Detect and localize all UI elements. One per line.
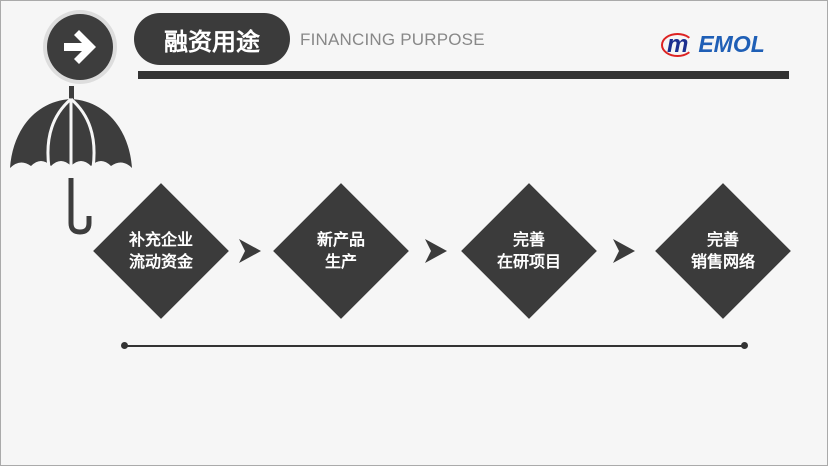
step-label: 完善 在研项目 <box>496 230 561 271</box>
step-new-product: 新产品 生产 <box>273 183 409 319</box>
step-sales-network: 完善 销售网络 <box>655 183 791 319</box>
step-label: 补充企业 流动资金 <box>128 230 193 271</box>
timeline-line <box>124 345 746 347</box>
chevron-right-icon <box>425 239 447 263</box>
step-rd-projects: 完善 在研项目 <box>461 183 597 319</box>
timeline-start-dot <box>121 342 128 349</box>
logo-text: EMOL <box>698 31 765 57</box>
arrow-right-icon <box>64 30 96 64</box>
chevron-right-icon <box>239 239 261 263</box>
page-title: 融资用途 <box>134 13 290 65</box>
step-working-capital: 补充企业 流动资金 <box>93 183 229 319</box>
header-divider <box>138 71 789 79</box>
umbrella-icon <box>10 86 132 235</box>
logo-mark: m <box>661 32 695 57</box>
page-subtitle: FINANCING PURPOSE <box>300 30 485 49</box>
step-label: 新产品 生产 <box>316 230 365 271</box>
step-label: 完善 销售网络 <box>690 230 755 271</box>
arrow-right-button <box>47 14 113 80</box>
chevron-right-icon <box>613 239 635 263</box>
timeline-end-dot <box>741 342 748 349</box>
